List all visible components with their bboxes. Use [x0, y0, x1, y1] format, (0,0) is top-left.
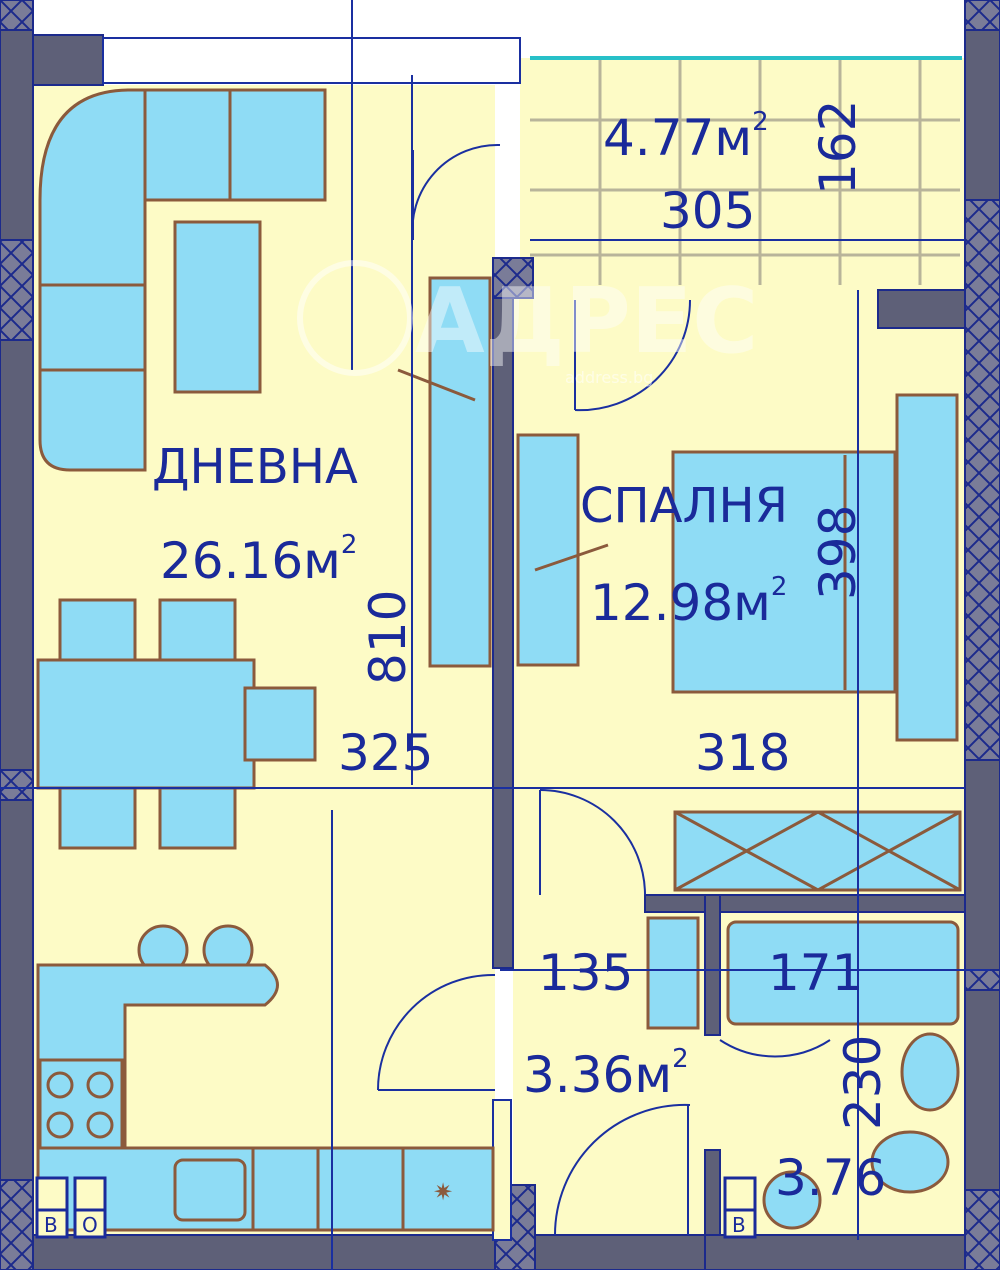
svg-text:В: В: [732, 1213, 746, 1237]
wardrobe: [673, 810, 962, 892]
hood-icon: ✷: [433, 1179, 453, 1206]
svg-text:В: В: [44, 1213, 58, 1237]
dim-hall-width: 135: [538, 944, 633, 1002]
hall-cabinet: [646, 916, 700, 1030]
sink: [173, 1158, 247, 1222]
sofa: [38, 88, 327, 472]
switch-kitchen-right: О: [73, 1176, 107, 1239]
bathroom-area: 3.76: [775, 1149, 886, 1207]
dim-bath-depth: 230: [834, 1035, 892, 1130]
dining-set: [36, 598, 317, 850]
dim-living-depth: 810: [359, 590, 417, 685]
balcony-floor: [520, 58, 965, 290]
washbasin: [900, 1032, 960, 1112]
dim-bedroom-width: 318: [695, 724, 790, 782]
living-room-name: ДНЕВНА: [152, 439, 358, 495]
bathtub: [726, 920, 960, 1026]
svg-text:АДРЕС: АДРЕС: [415, 269, 758, 374]
bedroom-name: СПАЛНЯ: [580, 478, 788, 534]
coffee-table: [173, 220, 262, 394]
svg-text:address.bg: address.bg: [565, 368, 653, 387]
kitchen: ✷: [36, 963, 495, 1232]
switch-kitchen-left: В: [35, 1176, 69, 1239]
dim-living-width: 325: [338, 724, 433, 782]
electric-panel-icon: [762, 1170, 822, 1230]
tv-living: [397, 368, 476, 402]
balcony-tiles: [530, 60, 960, 285]
dim-bedroom-depth: 398: [809, 505, 867, 600]
balcony-area: 4.77м2: [603, 107, 769, 167]
dim-balcony-width: 305: [660, 182, 755, 240]
switch-bathroom: В: [723, 1176, 757, 1239]
dim-balcony-depth: 162: [809, 100, 867, 195]
tv-cabinet-living: [428, 276, 492, 668]
dim-bath-width: 171: [768, 944, 863, 1002]
toilet: [870, 1130, 950, 1194]
tv-cabinet-bedroom: [516, 433, 580, 667]
watermark: АДРЕС address.bg: [297, 260, 758, 387]
hall-area: 3.36м2: [523, 1044, 689, 1104]
bedroom-area: 12.98м2: [590, 572, 787, 632]
living-room-area: 26.16м2: [160, 530, 357, 590]
svg-text:О: О: [82, 1213, 98, 1237]
tv-bedroom: [534, 543, 609, 572]
